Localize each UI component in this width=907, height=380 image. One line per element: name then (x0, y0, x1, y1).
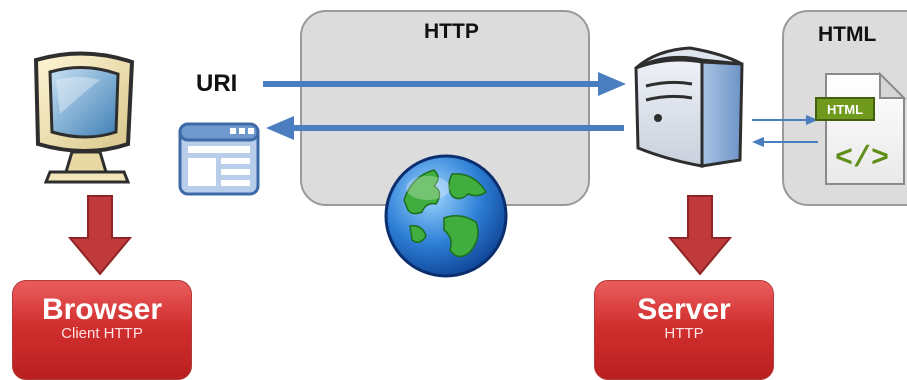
server-down-arrow (667, 195, 733, 276)
server-icon (634, 46, 744, 168)
server-subtitle: HTTP (664, 325, 704, 342)
server-title: Server (637, 293, 731, 326)
uri-label: URI (196, 70, 238, 97)
browser-title: Browser (41, 293, 163, 326)
web-page-icon (178, 122, 260, 196)
browser-down-arrow (67, 195, 133, 276)
http-panel-title: HTTP (424, 20, 479, 43)
html-badge-text: HTML (827, 102, 863, 117)
monitor-icon (33, 51, 135, 184)
server-box: Server HTTP (594, 280, 774, 380)
code-glyph: </> (835, 142, 889, 176)
html-file-icon: HTML </> (815, 71, 907, 185)
browser-box: Browser Client HTTP (12, 280, 192, 380)
browser-subtitle: Client HTTP (61, 325, 143, 342)
globe-icon (384, 154, 508, 278)
html-panel-title: HTML (818, 23, 877, 46)
